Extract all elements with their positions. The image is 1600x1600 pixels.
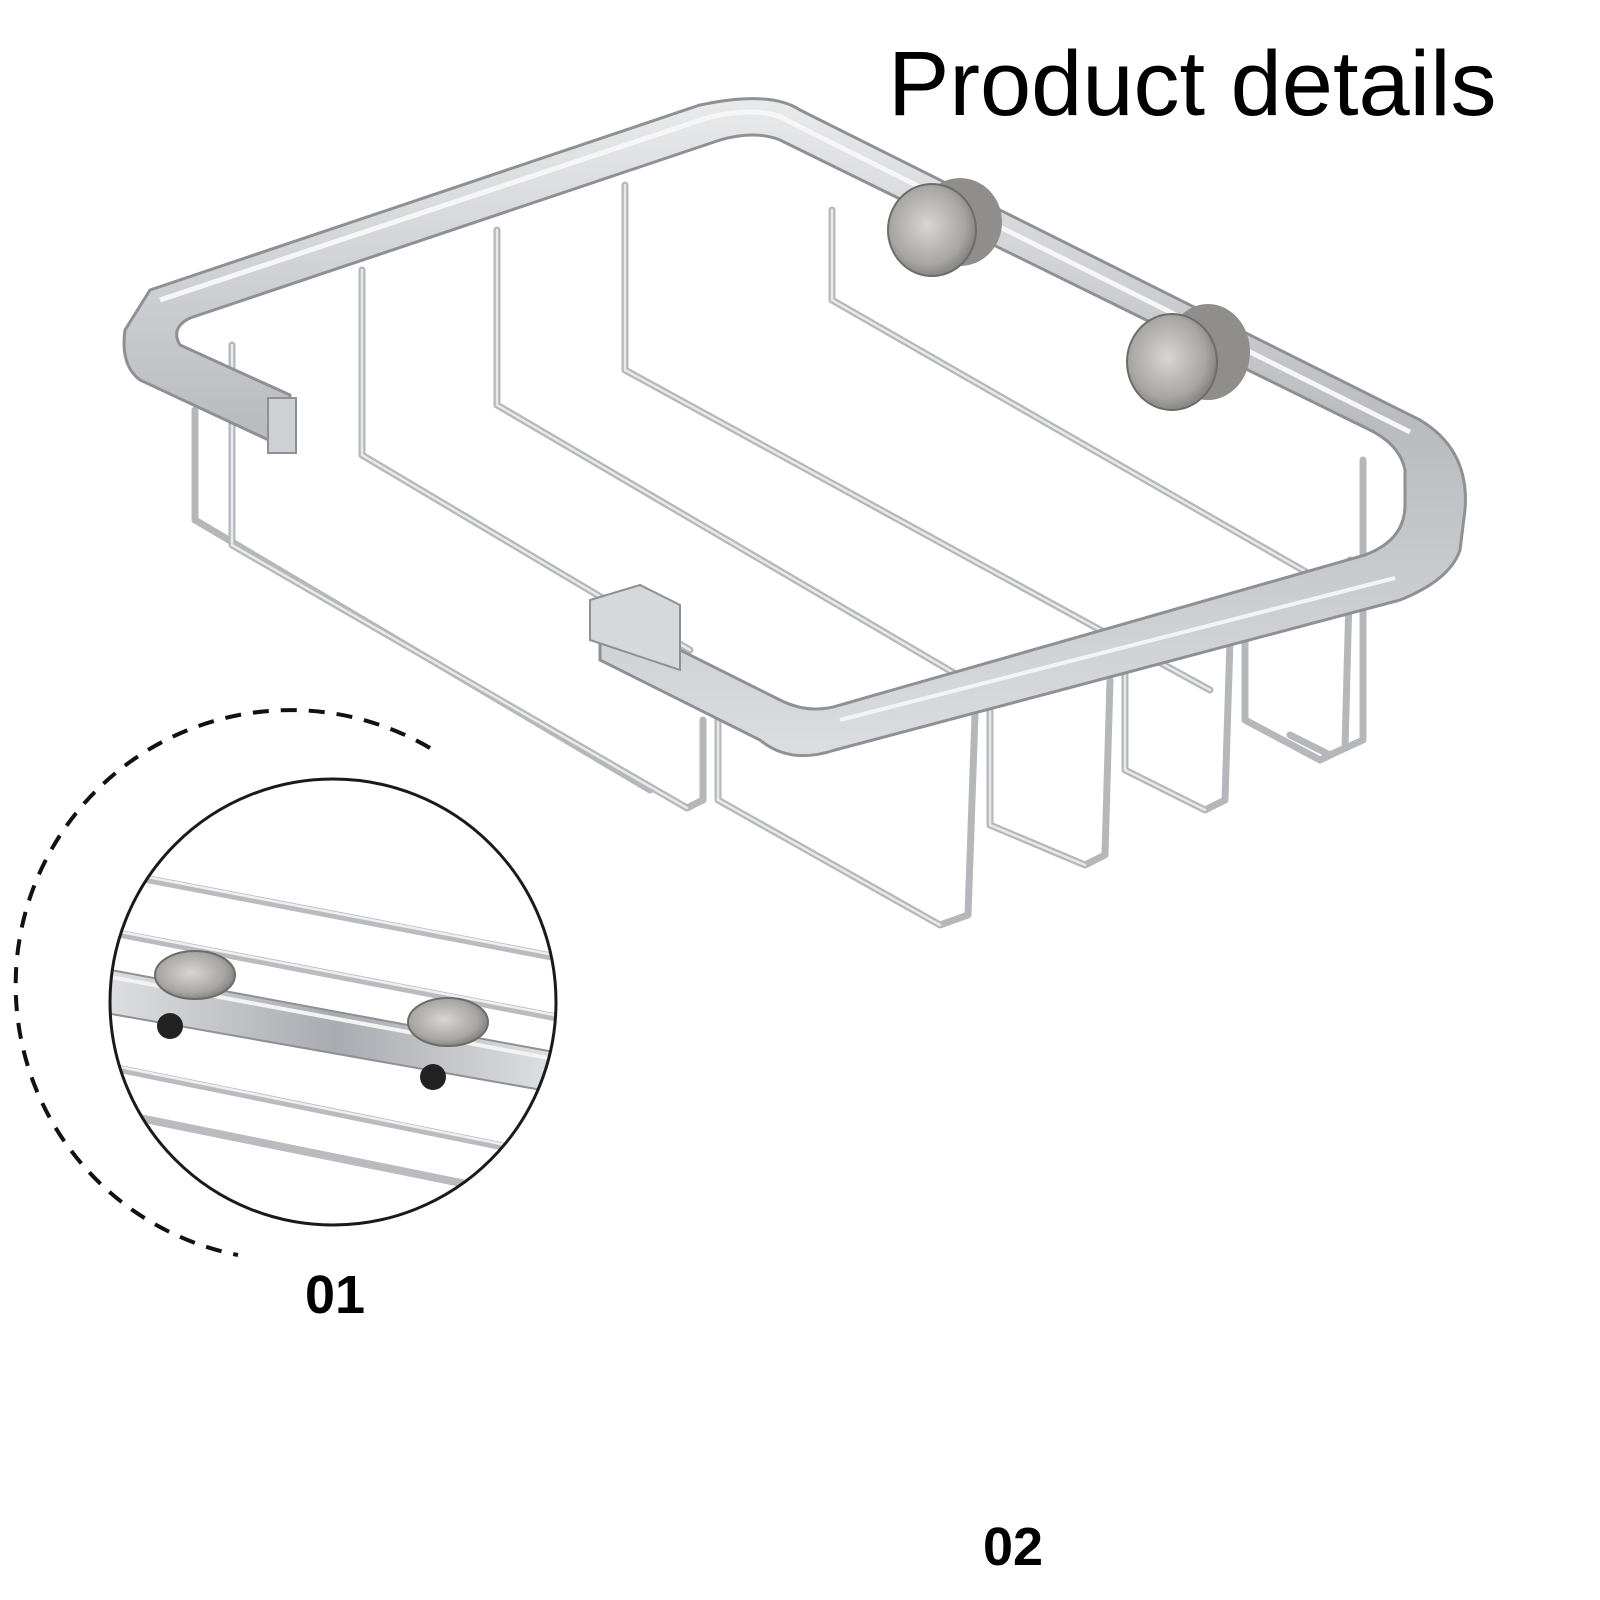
mounting-knob-icon xyxy=(1126,304,1250,411)
detail-01-closeup xyxy=(13,708,558,1257)
page-title: Product details xyxy=(888,33,1497,135)
detail-label-01: 01 xyxy=(305,1265,366,1325)
soap-basket xyxy=(122,97,1467,929)
detail-label-02: 02 xyxy=(983,1517,1044,1577)
mounting-knob-icon xyxy=(887,178,1002,277)
